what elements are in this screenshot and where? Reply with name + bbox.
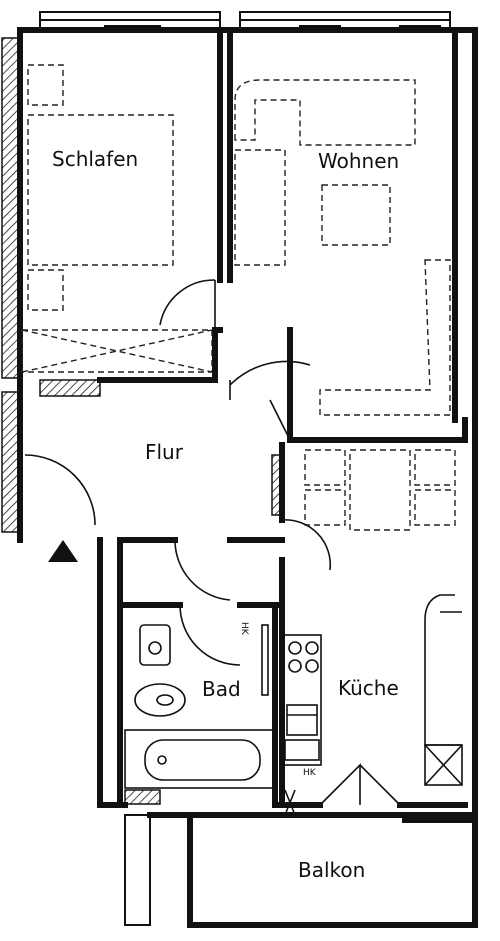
flur-wall-hatch [39, 379, 101, 397]
doors [24, 279, 401, 816]
outer-wall [17, 27, 478, 823]
left-exterior-wall-upper [1, 37, 19, 379]
hk-marker-bad: HK [239, 622, 249, 635]
room-label-flur: Flur [145, 440, 183, 464]
schlafen-furniture [21, 64, 213, 373]
room-label-balkon: Balkon [298, 858, 366, 882]
kueche-furniture [282, 449, 463, 786]
entrance-arrow-icon [48, 540, 78, 562]
wohnen-furniture [234, 79, 451, 416]
room-label-kueche: Küche [338, 676, 399, 700]
balkon-wall-left [124, 814, 151, 926]
top-windows [39, 11, 451, 33]
balkon-outline [147, 812, 478, 928]
room-label-bad: Bad [202, 677, 241, 701]
left-exterior-wall-lower [1, 391, 19, 533]
bath-corner-hatch [124, 789, 161, 805]
hk-marker-kueche: HK [303, 768, 316, 778]
interior-walls [97, 29, 468, 808]
room-label-schlafen: Schlafen [52, 147, 139, 171]
bad-fixtures [124, 624, 274, 789]
room-label-wohnen: Wohnen [318, 149, 400, 173]
